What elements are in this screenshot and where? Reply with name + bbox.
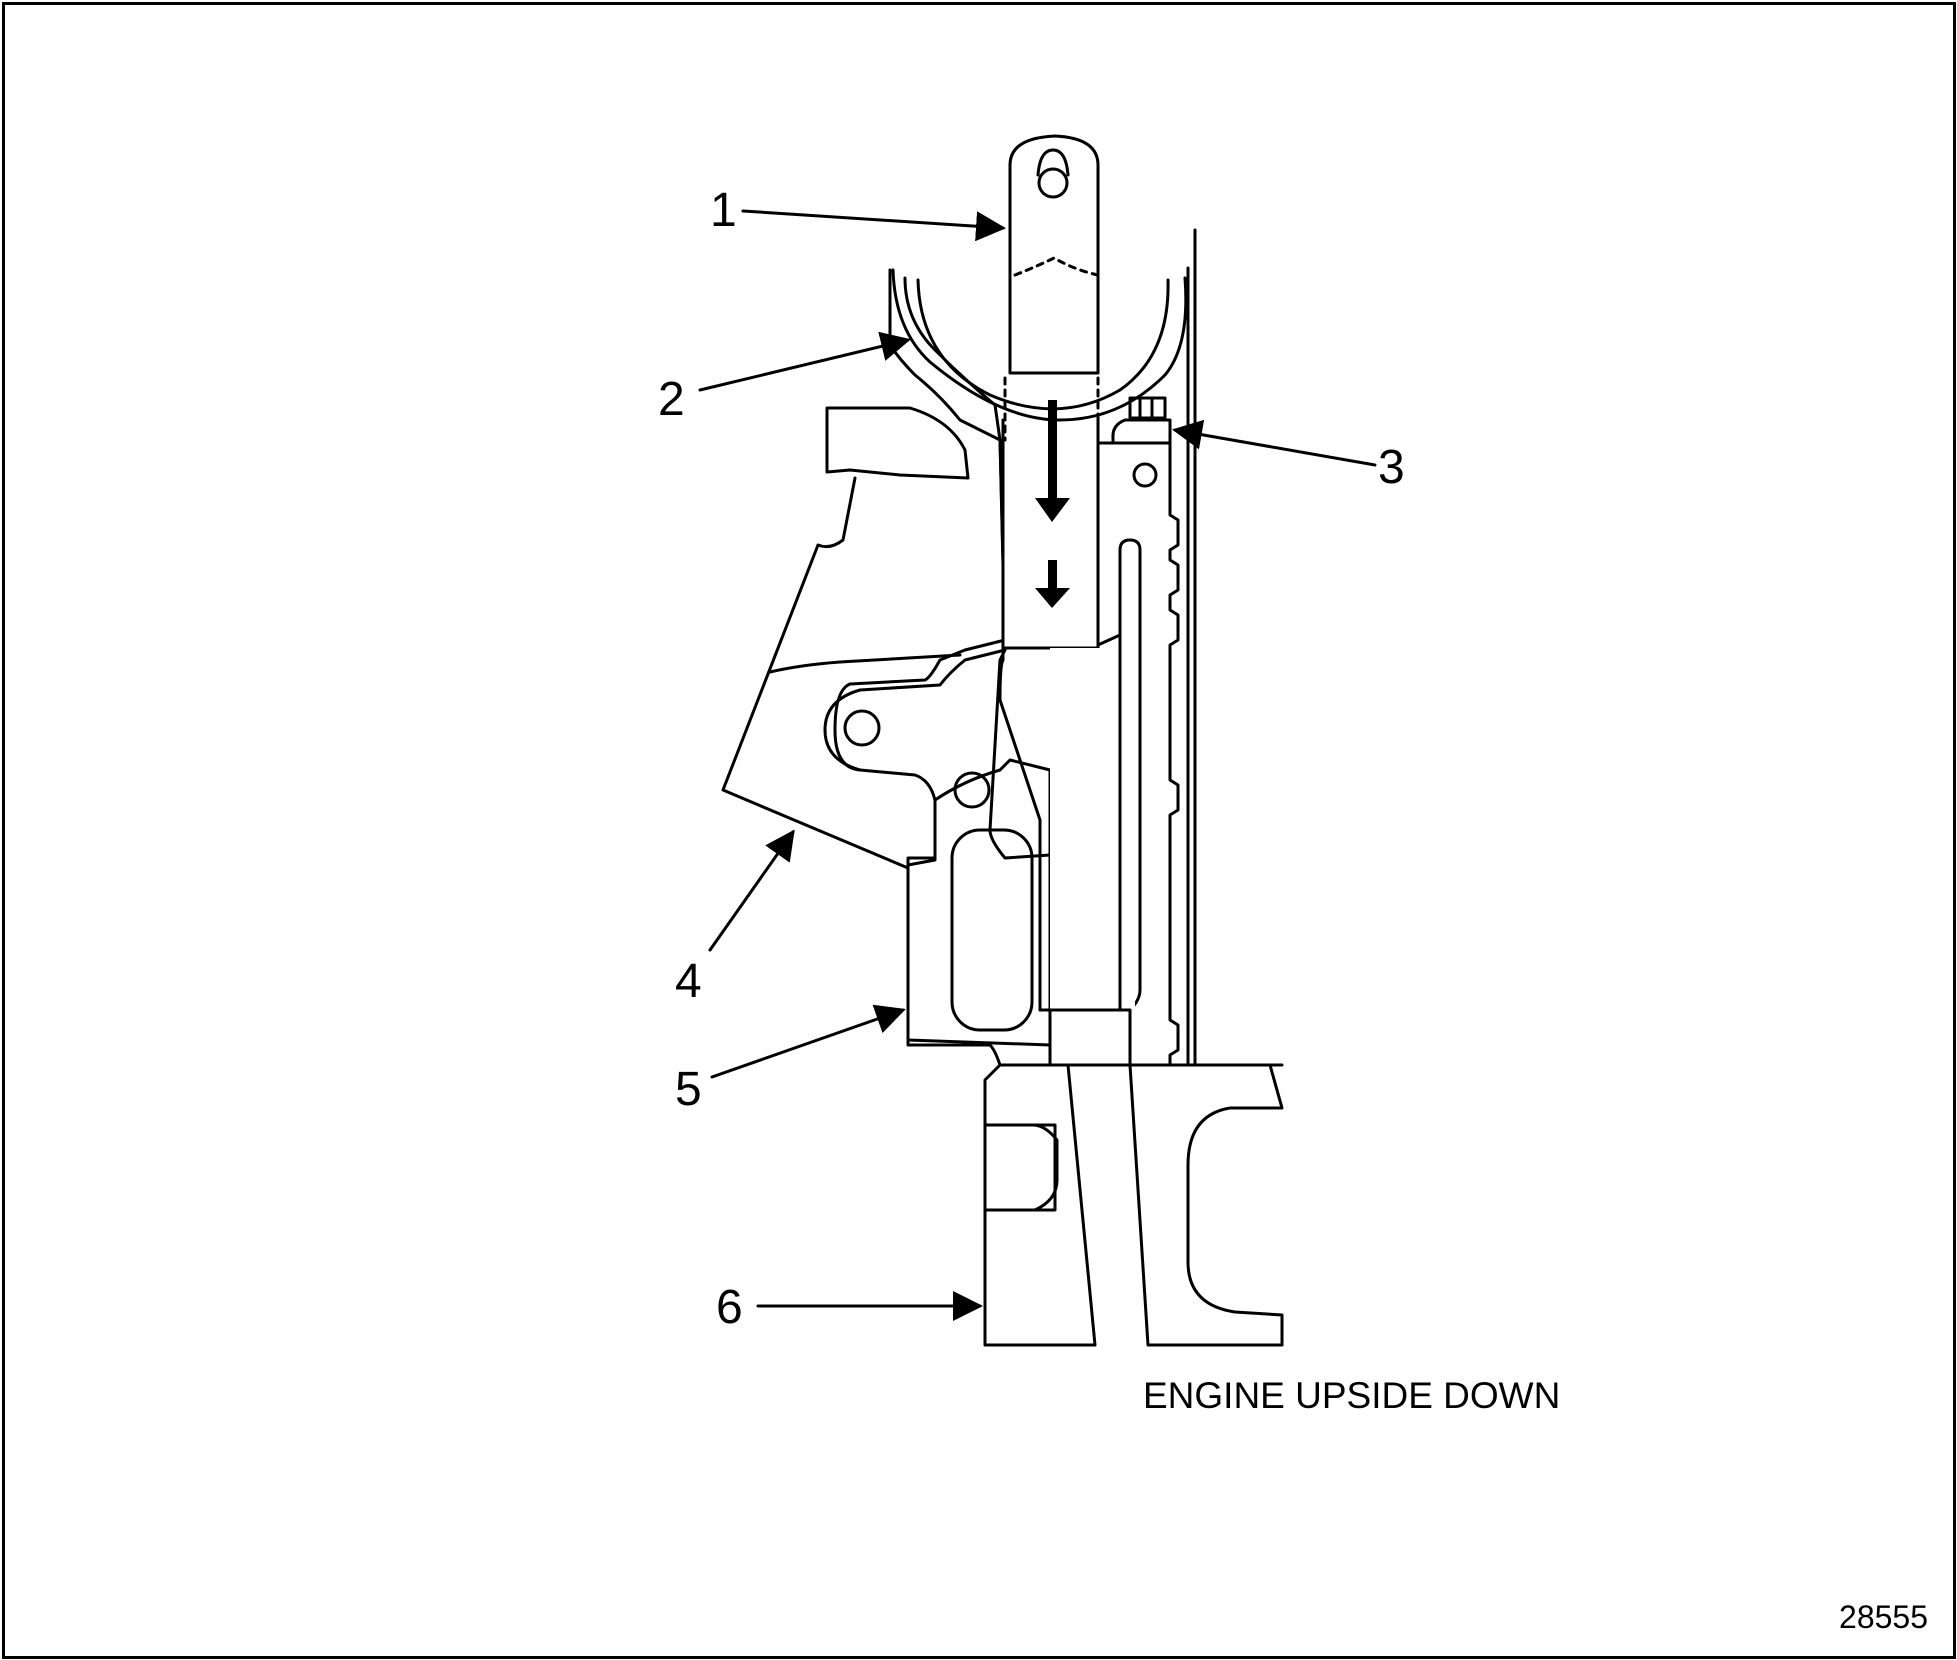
down-arrow-small — [1035, 560, 1070, 608]
leader-1 — [741, 209, 1006, 242]
dowel-pin — [1111, 396, 1172, 445]
cylinder-block-lower — [983, 1063, 1284, 1347]
bearing-shell-inner — [916, 278, 1170, 411]
bolt-hole-3 — [1132, 462, 1158, 488]
right-casting-wall — [1048, 441, 1180, 1067]
bolt-hole-1 — [843, 709, 881, 747]
oval-slot — [950, 828, 1034, 1032]
leader-3 — [1172, 419, 1377, 467]
block-pocket — [983, 1123, 1057, 1212]
caption-engine-upside-down: ENGINE UPSIDE DOWN — [1143, 1375, 1560, 1416]
flange-outline — [721, 476, 910, 870]
callout-6: 6 — [716, 1281, 743, 1334]
leader-4 — [708, 829, 795, 952]
lower-casting-block — [906, 758, 1052, 1067]
callout-3: 3 — [1378, 441, 1405, 494]
installer-tool — [1003, 134, 1100, 442]
callout-4: 4 — [675, 955, 702, 1008]
leader-5 — [710, 1004, 906, 1079]
bolt-hole-2 — [953, 771, 991, 809]
leader-2 — [698, 331, 911, 392]
bearing-saddle-outer — [891, 268, 1188, 422]
mount-bracket — [825, 406, 970, 480]
callout-5: 5 — [675, 1063, 702, 1116]
flange-inner-line — [768, 653, 962, 674]
figure-number: 28555 — [1839, 1599, 1928, 1635]
callout-2: 2 — [658, 373, 685, 426]
down-arrow-large — [1035, 400, 1070, 522]
leader-lines — [698, 209, 1377, 1321]
left-web — [833, 276, 1007, 772]
lower-bore-white — [1050, 648, 1135, 1028]
callout-1: 1 — [710, 184, 737, 237]
lower-bore-outline — [998, 548, 1122, 1012]
